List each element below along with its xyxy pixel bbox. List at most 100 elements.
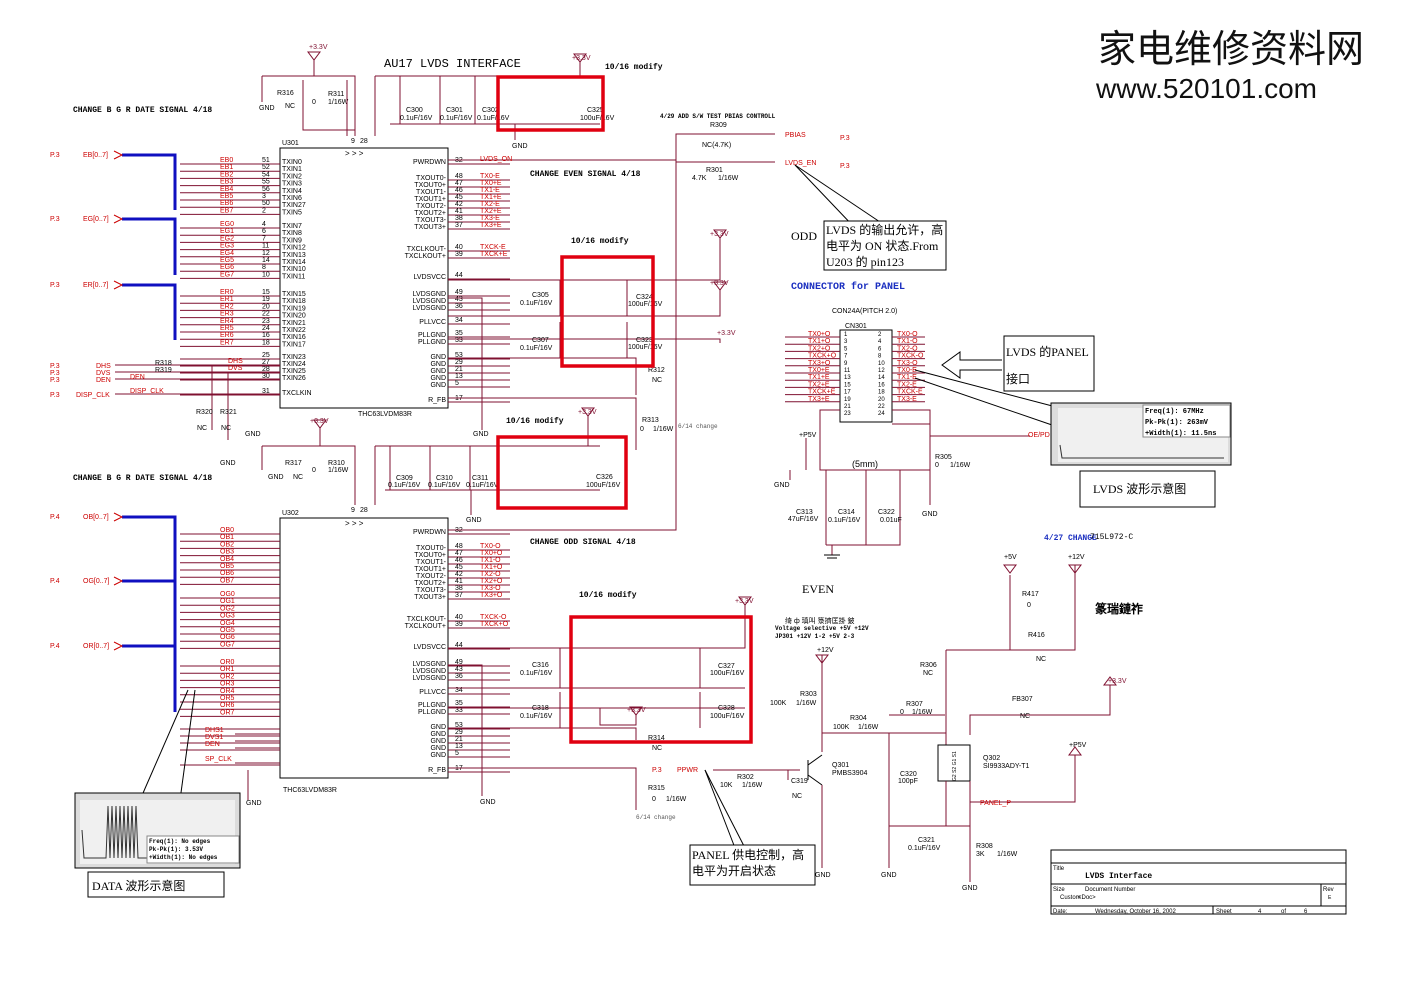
u301-out-num: 29 [455, 359, 463, 366]
u302-out-num: 53 [455, 722, 463, 729]
u301-out-num: 45 [455, 194, 463, 201]
cn-left-net: TX2+O [808, 345, 831, 352]
u301-out-net: TXCK-E [480, 244, 506, 251]
u302-out-num: 29 [455, 729, 463, 736]
u302-out-net: TX1+O [480, 564, 503, 571]
page-title: AU17 LVDS INTERFACE [384, 57, 521, 71]
c318v: 0.1uF/16V [520, 713, 553, 720]
r417: R417 [1022, 591, 1039, 598]
u301-in-num: 4 [262, 221, 266, 228]
dhs-net: DHS [228, 358, 243, 365]
c307v: 0.1uF/16V [520, 345, 553, 352]
u302-out-pin: GND [430, 745, 446, 752]
callout-panel [1003, 335, 1095, 392]
c310v: 0.1uF/16V [428, 482, 461, 489]
r313: R313 [642, 417, 659, 424]
u302-out-num: 44 [455, 642, 463, 649]
u301-in-pin: TXIN22 [282, 327, 306, 334]
callout-ppwr [689, 844, 816, 886]
u301-in-num: 14 [262, 257, 270, 264]
lvds-en-control: LVDS_ON 4/29 ADD S/W TEST PBIAS CONTROLL… [448, 113, 881, 531]
c302: C302 [482, 107, 499, 114]
cn-left-pin: 15 [844, 382, 851, 388]
r318: R318 [155, 360, 172, 367]
v33-b: +3.3V [710, 280, 729, 287]
u302-out-pin: TXOUT3- [416, 587, 447, 594]
data-pkpk: Pk-Pk(1): 3.53V [149, 846, 203, 853]
u301-in-num: 6 [262, 228, 266, 235]
u301-out-pin: GND [430, 361, 446, 368]
u302-out-pin: GND [430, 724, 446, 731]
r304-pw: 1/16W [858, 724, 879, 731]
r314: R314 [648, 735, 665, 742]
cn-right-net: TX0-E [897, 367, 917, 374]
u302-in-net: OB0 [220, 527, 234, 534]
callout-lvds-en [823, 220, 947, 271]
modify-note-3: 10/16 modify [506, 417, 564, 426]
ctrl-p3-4: P.3 [50, 392, 60, 399]
c327: C327 [718, 663, 735, 670]
tb-date: Wednesday, October 16, 2002 [1095, 909, 1176, 915]
gnd-c320: GND [881, 872, 897, 879]
v33-e: +3.3V [627, 707, 646, 714]
r417-val: 0 [1027, 602, 1031, 609]
cn-right-net: TXCK-E [897, 389, 923, 396]
u301-in-num: 20 [262, 303, 270, 310]
fb307: FB307 [1012, 696, 1033, 703]
u302-in-net: OB5 [220, 563, 234, 570]
lvds-scope-image: Freq(1): 67MHz Pk-Pk(1): 263mV +Width(1)… [1050, 402, 1232, 466]
r302-val: 10K [720, 782, 733, 789]
r305: R305 [935, 454, 952, 461]
c328: C328 [718, 705, 735, 712]
r312: R312 [648, 367, 665, 374]
c322: C322 [878, 509, 895, 516]
r321-nc: NC [221, 425, 231, 432]
u301-out-net: TX3-E [480, 215, 500, 222]
gnd-ctrl2: GND [220, 460, 236, 467]
bus-name: OG[0..7] [83, 578, 110, 585]
five-mm: (5mm) [852, 459, 878, 469]
u302-out-num: 35 [455, 700, 463, 707]
control-signals-bottom: DHS1 DVS1 DEN SP_CLK GND [205, 727, 280, 807]
u302-out-num: 45 [455, 564, 463, 571]
u302-in-net: OG5 [220, 627, 235, 634]
callout-panel-2: 接口 [1006, 371, 1030, 386]
cn-left-net: TX0+E [808, 367, 830, 374]
u301-in-net: EG1 [220, 228, 234, 235]
u301-in-num: 54 [262, 171, 270, 178]
u302-in-net: OR2 [220, 673, 235, 680]
u301-in-net: ER4 [220, 318, 234, 325]
u301-out-pin: GND [430, 368, 446, 375]
c323v: 100uF/16V [628, 344, 663, 351]
c301v: 0.1uF/16V [440, 115, 473, 122]
u301-in-pin: TXIN4 [282, 188, 302, 195]
pbias: PBIAS [785, 132, 806, 139]
u301-out-net: TX2-E [480, 201, 500, 208]
c326: C326 [596, 474, 613, 481]
u301-in-pin: TXIN2 [282, 173, 302, 180]
cn-left-pin: 1 [844, 332, 848, 338]
modify-note-2: 10/16 modify [571, 237, 629, 246]
c320: C320 [900, 771, 917, 778]
u302-out-num: 47 [455, 550, 463, 557]
u302-out-pin: TXCLKOUT- [407, 616, 447, 623]
v33-label: +3.3V [309, 44, 328, 51]
r307-val: 0 [900, 709, 904, 716]
cn301-connector: CONNECTOR for PANEL CON24A(PITCH 2.0) CN… [785, 281, 925, 423]
u301-in-pin: TXIN14 [282, 259, 306, 266]
u301-out-net: TX0+E [480, 180, 502, 187]
data-scope-image: Freq(1): No edges Pk-Pk(1): 3.53V +Width… [74, 792, 241, 869]
cn-right-net: TX3-O [897, 360, 918, 367]
r302: R302 [737, 774, 754, 781]
u301-in-net: ER2 [220, 303, 234, 310]
u302-in-net: OR6 [220, 702, 235, 709]
u301-out-pin: LVDSGND [413, 298, 446, 305]
bus-page: P.3 [50, 216, 60, 223]
u301-in-pin: TXIN3 [282, 181, 302, 188]
u302-in-net: OG7 [220, 641, 235, 648]
r315-pw: 1/16W [666, 796, 687, 803]
u301-in-pin: TXIN13 [282, 252, 306, 259]
u301-out-pin: GND [430, 382, 446, 389]
u302-out-net: TX0-O [480, 543, 501, 550]
callout-wave-lvds [1079, 470, 1216, 508]
